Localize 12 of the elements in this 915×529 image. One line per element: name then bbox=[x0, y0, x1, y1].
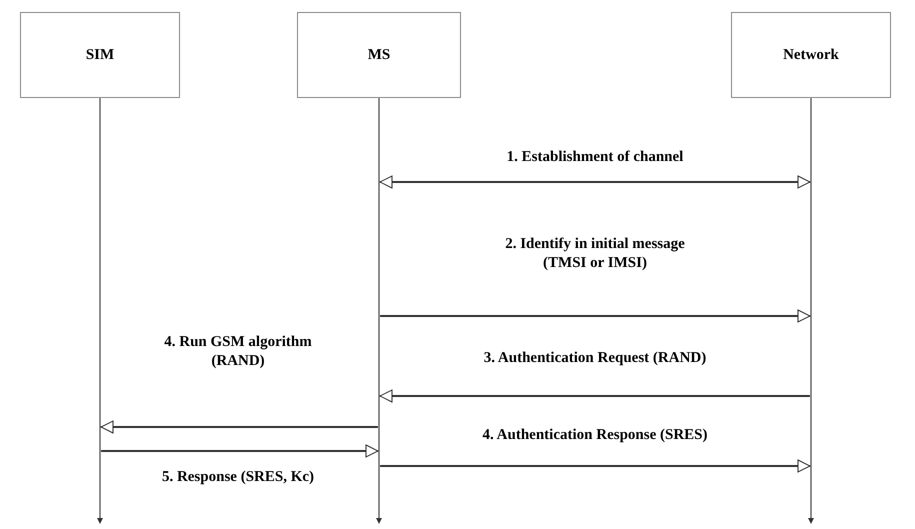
participant-name: SIM bbox=[86, 46, 114, 64]
participant-name: Network bbox=[783, 46, 839, 64]
message-arrow bbox=[101, 444, 378, 458]
message-arrow bbox=[380, 460, 810, 472]
edge-label: 4. Authentication Response (SRES) bbox=[480, 426, 710, 445]
participant-name: MS bbox=[368, 46, 390, 64]
message-arrow bbox=[380, 390, 810, 402]
edge-label: 5. Response (SRES, Kc) bbox=[160, 468, 316, 487]
message-arrow bbox=[380, 176, 810, 188]
message-arrow bbox=[380, 310, 810, 322]
edge-label: 3. Authentication Request (RAND) bbox=[482, 349, 708, 368]
message-arrow bbox=[100, 420, 378, 434]
